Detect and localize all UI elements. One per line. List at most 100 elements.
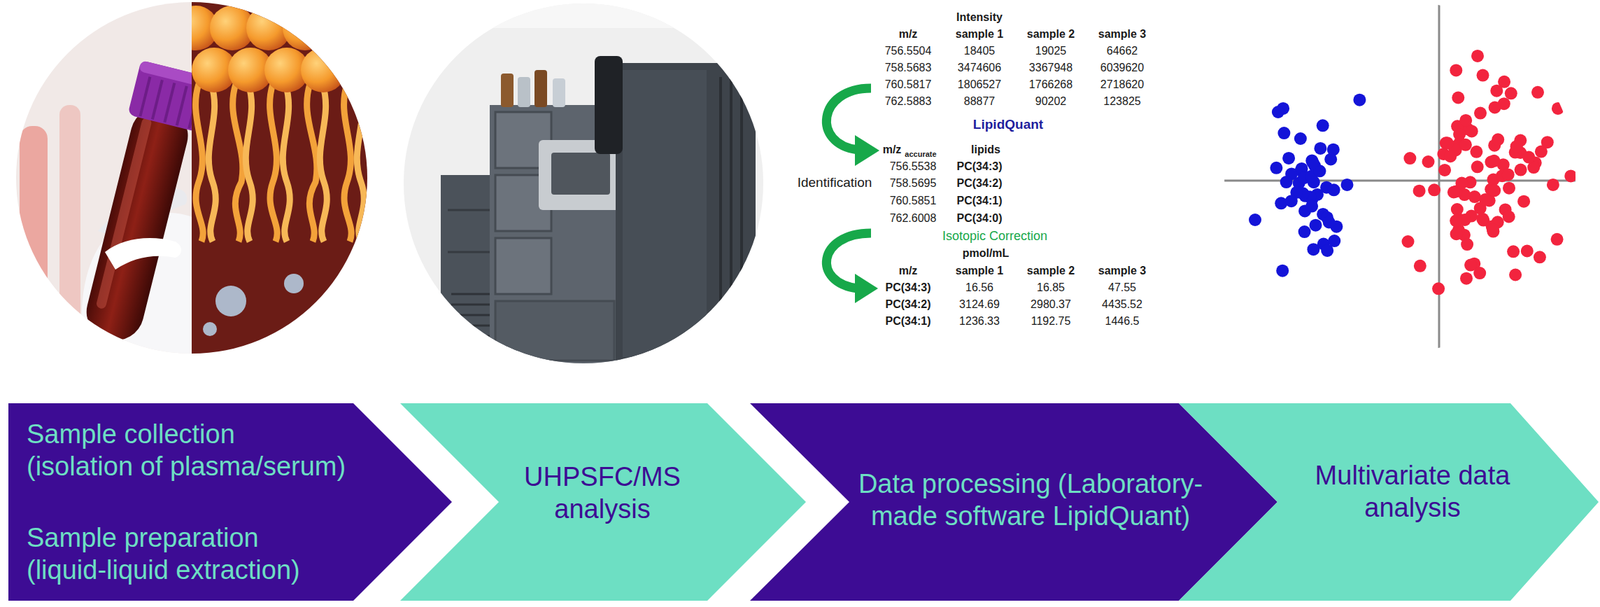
table-header: m/z — [882, 143, 902, 157]
illustration-part — [826, 88, 872, 150]
table-header: sample 3 — [1098, 264, 1146, 278]
chevron-fill — [1178, 402, 1599, 601]
score-dot — [1455, 177, 1468, 190]
lipid-head — [319, 5, 364, 51]
process-chevron: Multivariate data analysis — [1178, 402, 1599, 601]
table-cell: 2718620 — [1100, 78, 1144, 91]
illustration-part — [552, 78, 566, 108]
step-text: Sample collection (isolation of plasma/s… — [26, 418, 440, 483]
step-text: Multivariate data analysis — [1293, 459, 1532, 524]
score-dot — [1322, 216, 1336, 229]
table-cell: 1192.75 — [1031, 314, 1072, 328]
table-header: Intensity — [956, 11, 1003, 24]
table-cell: 16.56 — [965, 281, 994, 294]
score-dot — [1551, 232, 1564, 246]
score-dot — [1449, 63, 1463, 77]
illustration-part — [495, 237, 552, 294]
score-dot — [1453, 128, 1466, 141]
table-header: sample 2 — [1027, 264, 1075, 278]
score-dot — [1531, 86, 1545, 99]
curved-arrow — [826, 232, 879, 303]
score-dot — [1478, 193, 1492, 206]
step-note: Identification — [797, 175, 873, 191]
score-dot — [1441, 136, 1454, 150]
table-header: sample 2 — [1027, 27, 1075, 41]
score-dot — [1413, 259, 1427, 273]
table-cell: 756.5504 — [885, 44, 932, 58]
score-dot — [1564, 169, 1577, 182]
illustration-part — [451, 345, 508, 348]
score-dot — [1427, 183, 1441, 196]
lipid-tail — [208, 83, 216, 242]
lipid-tail — [195, 83, 204, 242]
illustration-part — [854, 273, 879, 303]
bubble — [202, 321, 217, 336]
score-dot — [1248, 213, 1262, 226]
illustration-part — [517, 76, 531, 108]
score-dot — [1449, 214, 1463, 227]
illustration-part — [19, 125, 48, 336]
score-dot — [1280, 175, 1293, 189]
score-dot — [1276, 264, 1289, 278]
step-note: Isotopic Correction — [942, 229, 1048, 244]
score-dot — [1551, 102, 1565, 115]
illustration-part — [419, 0, 770, 28]
lipid-head — [337, 47, 374, 93]
illustration-part — [1438, 0, 1441, 357]
table-cell: 760.5851 — [889, 194, 937, 208]
score-dot — [1327, 183, 1341, 196]
step-text: UHPSFC/MS analysis — [500, 461, 704, 525]
lipid-tail — [232, 83, 243, 242]
illustration-part — [719, 76, 722, 350]
lipid-head — [246, 5, 292, 51]
illustration-part — [740, 76, 743, 350]
table-cell: 6039620 — [1100, 61, 1144, 75]
score-dot — [1460, 272, 1473, 285]
score-dot — [1422, 155, 1435, 168]
illustration-part — [191, 0, 374, 357]
score-dot — [1341, 178, 1354, 191]
score-dot — [1514, 163, 1528, 177]
table-cell: 1806527 — [957, 78, 1002, 91]
lipid-tail — [356, 83, 364, 242]
lipid-name: PC(34:2) — [957, 177, 1003, 190]
illustration-part — [80, 101, 194, 347]
lipid-name: PC(34:2) — [885, 298, 932, 311]
table-header: pmol/mL — [962, 246, 1010, 260]
curved-arrow — [826, 88, 880, 166]
score-dot — [1488, 101, 1502, 115]
lipid-name: PC(34:1) — [957, 194, 1003, 208]
score-dot — [1497, 75, 1511, 89]
table-cell: 16.85 — [1036, 281, 1065, 294]
table-cell: 3367948 — [1029, 61, 1073, 75]
lipid-head — [300, 47, 346, 93]
table-header: m/z — [898, 27, 918, 41]
score-dot — [1510, 139, 1524, 153]
process-chevron: Data processing (Laboratory-made softwar… — [749, 402, 1278, 601]
lipid-bilayer-picture — [173, 0, 401, 357]
illustration-part — [164, 83, 175, 123]
table-cell: 758.5695 — [889, 177, 937, 190]
illustration-part — [139, 76, 150, 117]
table-header: lipids — [971, 143, 1001, 157]
score-dot — [1469, 145, 1483, 159]
bubble — [284, 273, 304, 294]
illustration-part — [398, 0, 770, 371]
score-dot — [1486, 223, 1500, 236]
step-text: Data processing (Laboratory-made softwar… — [845, 468, 1216, 532]
score-dot — [1488, 183, 1501, 197]
table-cell: 88877 — [964, 95, 996, 108]
score-dot — [1502, 210, 1516, 224]
subscript: accurate — [904, 149, 937, 159]
table-header: sample 1 — [955, 27, 1004, 41]
lipid-tail — [307, 83, 317, 242]
table-cell: 3474606 — [957, 61, 1002, 75]
step-text: Sample preparation (liquid-liquid extrac… — [26, 521, 440, 586]
score-dot — [1271, 105, 1285, 119]
score-dot — [1402, 235, 1415, 248]
score-dot — [1282, 151, 1295, 165]
lipid-tail — [270, 83, 278, 242]
score-dot — [1403, 151, 1417, 165]
score-dot — [1533, 250, 1547, 264]
